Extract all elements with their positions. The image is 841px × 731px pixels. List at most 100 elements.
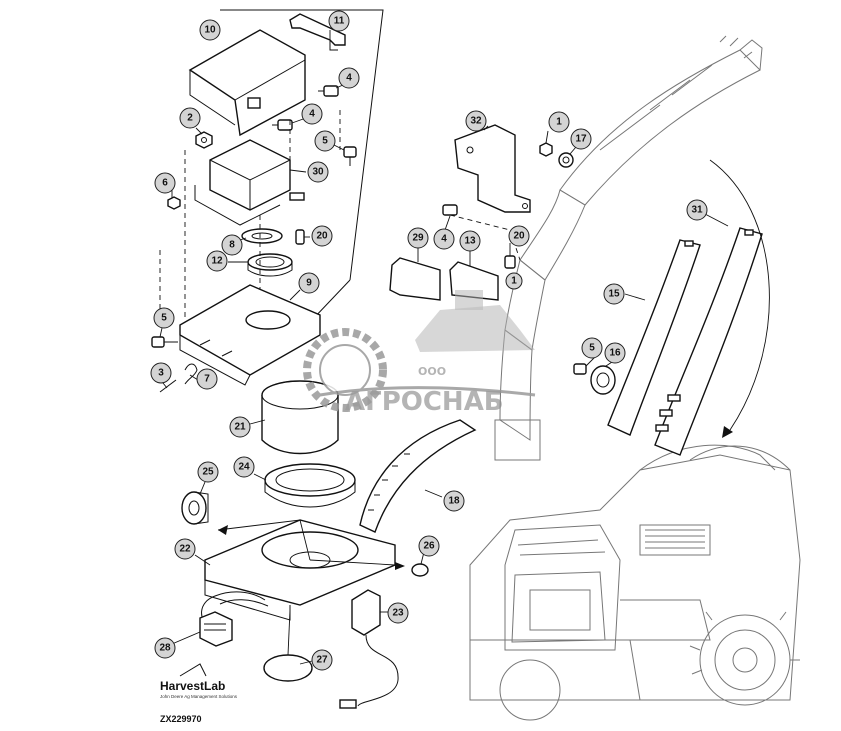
callout-4b: 4 bbox=[301, 103, 323, 125]
callout-8: 8 bbox=[221, 234, 243, 256]
screw-part-20b bbox=[504, 255, 516, 269]
svg-text:4: 4 bbox=[441, 234, 447, 245]
callout-28: 28 bbox=[154, 637, 176, 659]
svg-text:4: 4 bbox=[309, 109, 315, 120]
callout-20a: 20 bbox=[311, 225, 333, 247]
watermark-company: АГРОСНАБ bbox=[345, 387, 504, 417]
svg-text:17: 17 bbox=[575, 134, 587, 145]
callout-6: 6 bbox=[154, 172, 176, 194]
svg-text:5: 5 bbox=[322, 136, 328, 147]
callout-29: 29 bbox=[407, 227, 429, 249]
callout-21: 21 bbox=[229, 416, 251, 438]
svg-text:9: 9 bbox=[306, 278, 312, 289]
svg-text:4: 4 bbox=[346, 73, 352, 84]
svg-text:1: 1 bbox=[556, 117, 562, 128]
power-adapter-part-23 bbox=[339, 589, 399, 709]
cylinder-part-21 bbox=[261, 380, 339, 455]
bolt-part-5c bbox=[573, 363, 587, 375]
callout-10: 10 bbox=[199, 19, 221, 41]
ring-part-24 bbox=[264, 463, 356, 508]
o-ring-part-26 bbox=[411, 563, 429, 577]
svg-text:25: 25 bbox=[202, 467, 214, 478]
callout-15: 15 bbox=[603, 283, 625, 305]
svg-text:2: 2 bbox=[187, 113, 193, 124]
callout-24: 24 bbox=[233, 456, 255, 478]
group-outline-upper bbox=[220, 9, 384, 281]
bolt-part-4c bbox=[442, 204, 458, 216]
svg-text:18: 18 bbox=[448, 496, 460, 507]
callout-11: 11 bbox=[328, 10, 350, 32]
svg-text:31: 31 bbox=[691, 205, 703, 216]
svg-text:7: 7 bbox=[204, 374, 210, 385]
svg-text:32: 32 bbox=[470, 116, 482, 127]
svg-text:16: 16 bbox=[609, 348, 621, 359]
svg-text:21: 21 bbox=[234, 422, 246, 433]
bracket-part-11 bbox=[289, 13, 346, 51]
callout-4a: 4 bbox=[338, 67, 360, 89]
bolt-part-5b bbox=[151, 336, 178, 348]
cable-connector-part-28 bbox=[199, 591, 269, 647]
curved-plate-part-18 bbox=[359, 419, 477, 533]
callout-17: 17 bbox=[570, 128, 592, 150]
callout-18: 18 bbox=[443, 490, 465, 512]
harvestlab-logo: HarvestLab John Deere Ag Management Solu… bbox=[160, 663, 238, 699]
callout-30: 30 bbox=[307, 161, 329, 183]
nut-part-2 bbox=[195, 131, 213, 149]
harvester-illustration bbox=[469, 35, 801, 721]
callout-5c: 5 bbox=[581, 337, 603, 359]
washer-part-17 bbox=[558, 152, 574, 168]
logo-tagline: John Deere Ag Management Solutions bbox=[160, 694, 238, 699]
watermark: ООО АГРОСНАБ bbox=[303, 290, 536, 417]
bolt-part-4b bbox=[272, 119, 293, 131]
callout-26: 26 bbox=[418, 535, 440, 557]
callout-3: 3 bbox=[150, 362, 172, 384]
ring-part-12 bbox=[247, 253, 293, 277]
callout-1b: 1 bbox=[505, 272, 523, 290]
svg-text:22: 22 bbox=[179, 544, 191, 555]
nut-part-1a bbox=[539, 142, 553, 157]
seal-part-25 bbox=[181, 491, 209, 525]
gasket-part-16 bbox=[590, 365, 616, 395]
callout-25: 25 bbox=[197, 461, 219, 483]
strip-part-31 bbox=[654, 227, 763, 456]
callout-23: 23 bbox=[387, 602, 409, 624]
svg-text:20: 20 bbox=[316, 231, 328, 242]
clip-part-7 bbox=[184, 363, 198, 385]
pin-part-3 bbox=[159, 379, 177, 393]
svg-text:20: 20 bbox=[513, 231, 525, 242]
svg-text:29: 29 bbox=[412, 233, 424, 244]
callout-5b: 5 bbox=[153, 307, 175, 329]
callout-9: 9 bbox=[298, 272, 320, 294]
mounting-plate-part-9 bbox=[179, 284, 321, 386]
svg-text:26: 26 bbox=[423, 541, 435, 552]
svg-text:30: 30 bbox=[312, 167, 324, 178]
callout-12: 12 bbox=[206, 250, 228, 272]
callout-27: 27 bbox=[311, 649, 333, 671]
svg-text:10: 10 bbox=[204, 25, 216, 36]
sensor-module-part-30 bbox=[194, 139, 305, 226]
svg-text:13: 13 bbox=[464, 236, 476, 247]
callout-5a: 5 bbox=[314, 130, 336, 152]
cover-part-10 bbox=[188, 29, 306, 137]
svg-text:6: 6 bbox=[162, 178, 168, 189]
bolt-part-4a bbox=[318, 85, 339, 97]
svg-text:23: 23 bbox=[392, 608, 404, 619]
logo-name: HarvestLab bbox=[160, 679, 225, 693]
callout-32: 32 bbox=[465, 110, 487, 132]
ring-part-8 bbox=[241, 228, 283, 244]
callout-1a: 1 bbox=[548, 111, 570, 133]
callout-7: 7 bbox=[196, 368, 218, 390]
svg-text:1: 1 bbox=[511, 276, 517, 287]
sensor-housing-part-22 bbox=[204, 519, 396, 621]
callout-4c: 4 bbox=[433, 228, 455, 250]
svg-text:3: 3 bbox=[158, 368, 164, 379]
nut-part-6 bbox=[167, 196, 181, 210]
svg-text:12: 12 bbox=[211, 256, 223, 267]
callout-20b: 20 bbox=[508, 225, 530, 247]
svg-text:11: 11 bbox=[334, 16, 345, 27]
callout-22: 22 bbox=[174, 538, 196, 560]
strip-part-15 bbox=[607, 239, 701, 436]
callout-31: 31 bbox=[686, 199, 708, 221]
group-outline-lower bbox=[311, 279, 351, 321]
